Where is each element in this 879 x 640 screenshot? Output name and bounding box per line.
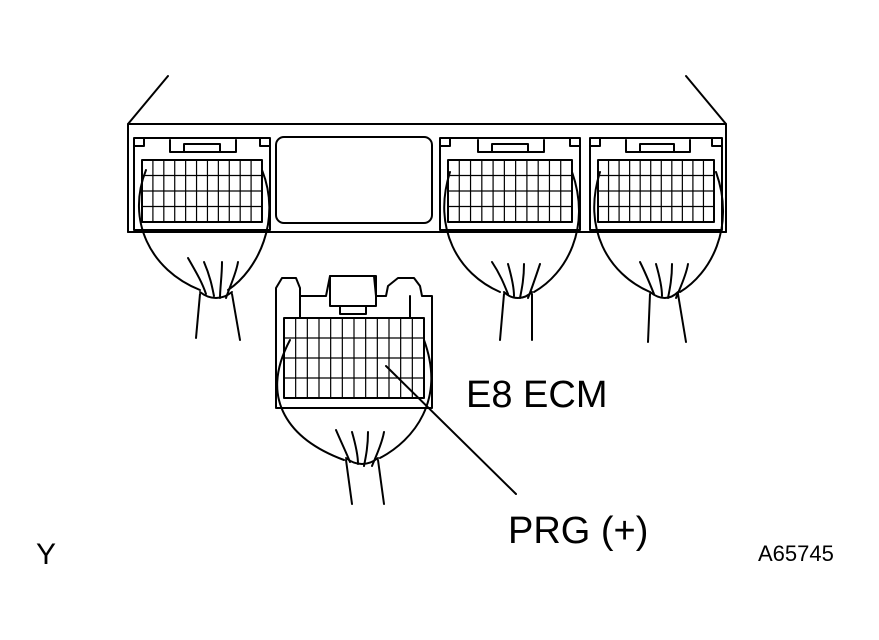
ecm-header-mid-pins	[447, 159, 573, 223]
ecm-header-left-pins	[141, 159, 263, 223]
ecm-header-right-pins	[597, 159, 715, 223]
ecm-header-right	[589, 137, 723, 231]
figure-id: A65745	[758, 541, 834, 566]
pin-label: PRG (+)	[508, 510, 649, 552]
prg-leader-line	[385, 365, 517, 495]
ecm-housing	[127, 75, 727, 233]
ecm-header-left	[133, 137, 271, 231]
ecm-header-mid	[439, 137, 581, 231]
harness-right	[593, 171, 725, 343]
corner-letter: Y	[36, 538, 57, 571]
harness-mid	[443, 171, 580, 341]
harness-left	[137, 169, 271, 341]
connector-label: E8 ECM	[466, 374, 608, 416]
e8-ecm-connector-pins	[283, 317, 425, 399]
e8-harness	[276, 339, 433, 505]
